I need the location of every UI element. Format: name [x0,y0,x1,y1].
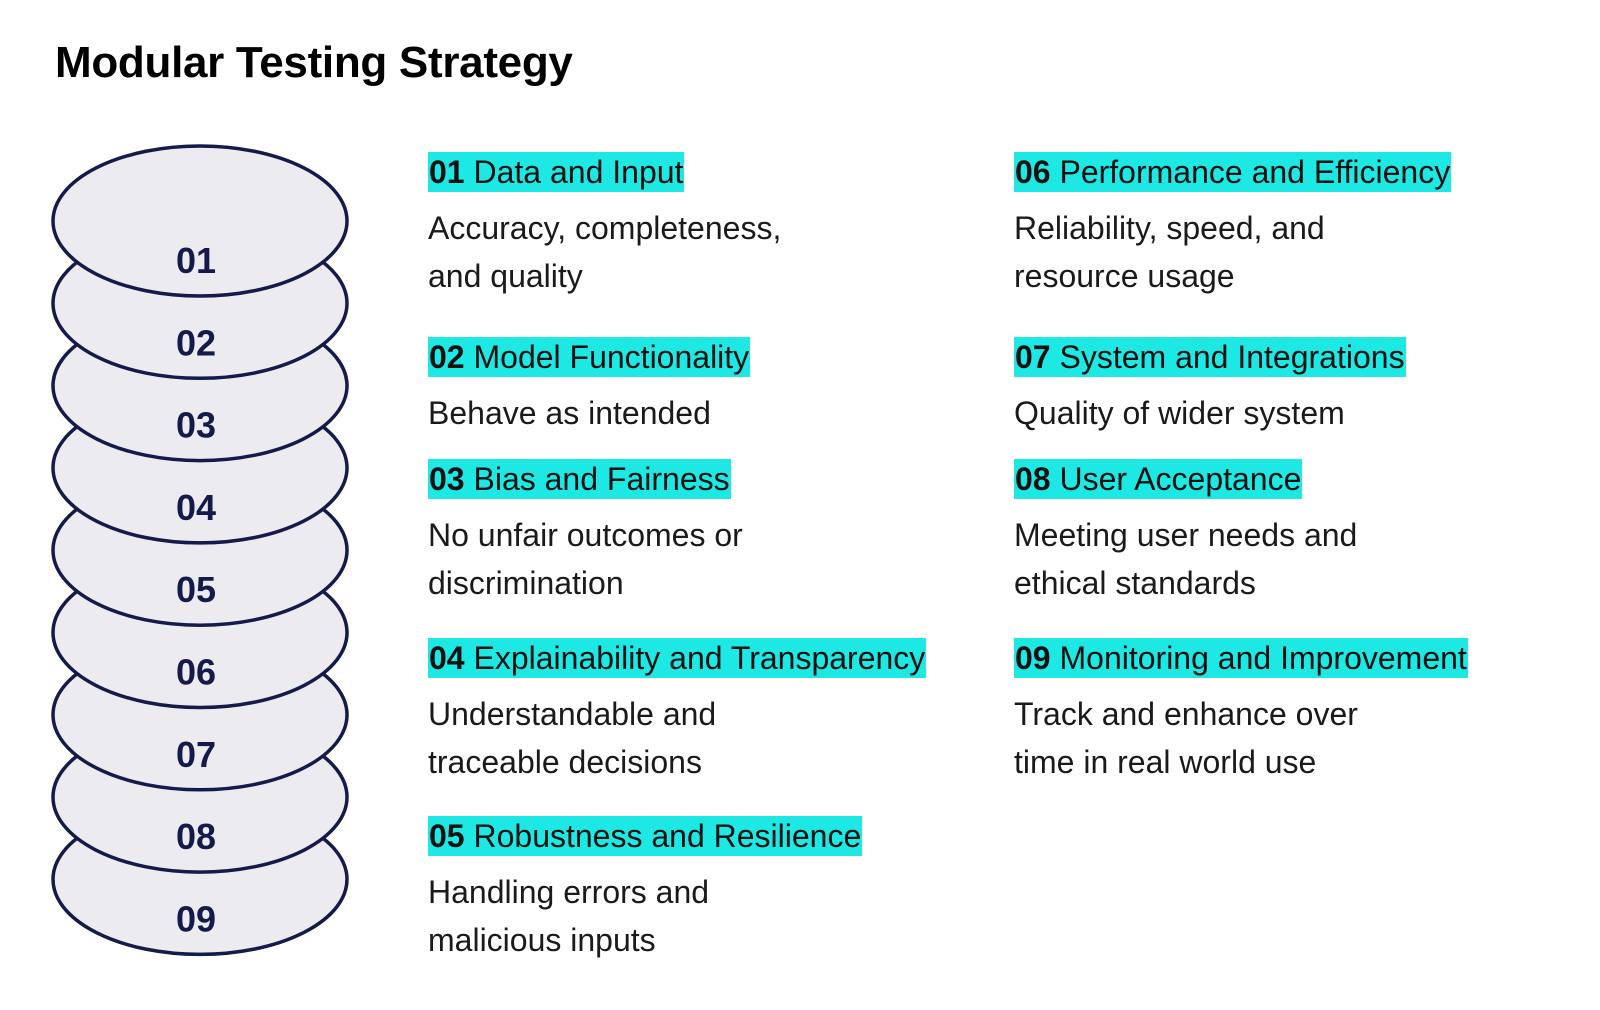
item-description: Track and enhance over time in real worl… [1014,696,1358,780]
page-title: Modular Testing Strategy [55,38,573,87]
item-number: 05 [429,818,465,854]
item-description: No unfair outcomes or discrimination [428,517,743,601]
item-heading: 05 Robustness and Resilience [428,816,863,856]
stack-layer-label: 03 [176,405,216,446]
strategy-item: 06 Performance and Efficiency Reliabilit… [1014,152,1452,300]
item-title: Model Functionality [473,339,750,375]
item-title: Data and Input [473,154,684,190]
strategy-item: 08 User Acceptance Meeting user needs an… [1014,459,1357,607]
item-title: System and Integrations [1059,339,1405,375]
strategy-item: 09 Monitoring and Improvement Track and … [1014,638,1468,786]
stack-layer-label: 08 [176,816,216,857]
strategy-item: 07 System and Integrations Quality of wi… [1014,337,1406,437]
strategy-item: 03 Bias and Fairness No unfair outcomes … [428,459,743,607]
stack-layer-label: 06 [176,652,216,693]
strategy-item: 01 Data and Input Accuracy, completeness… [428,152,781,300]
item-title: Robustness and Resilience [473,818,862,854]
item-title: Bias and Fairness [473,461,730,497]
layer-stack-diagram: 09 08 07 06 05 04 03 02 01 [51,144,349,957]
stack-disc [51,144,349,298]
stack-layer-label: 05 [176,569,216,610]
item-title: Explainability and Transparency [473,640,926,676]
stack-layer-label: 04 [176,487,216,528]
item-description: Handling errors and malicious inputs [428,874,710,958]
item-number: 01 [429,154,465,190]
item-title: User Acceptance [1059,461,1302,497]
item-description: Accuracy, completeness, and quality [428,210,782,294]
item-number: 08 [1015,461,1051,497]
strategy-item: 02 Model Functionality Behave as intende… [428,337,751,437]
item-description: Meeting user needs and ethical standards [1014,517,1358,601]
item-description: Quality of wider system [1014,395,1345,431]
item-heading: 06 Performance and Efficiency [1014,152,1452,192]
item-number: 09 [1015,640,1051,676]
item-heading: 01 Data and Input [428,152,685,192]
stack-layer-01: 01 [51,144,349,298]
stack-layer-label: 02 [176,322,216,363]
item-number: 02 [429,339,465,375]
stack-layer-label: 01 [176,240,216,281]
item-number: 07 [1015,339,1051,375]
stack-layer-label: 09 [176,898,216,939]
strategy-item: 04 Explainability and Transparency Under… [428,638,927,786]
item-title: Performance and Efficiency [1059,154,1451,190]
item-description: Understandable and traceable decisions [428,696,717,780]
strategy-item: 05 Robustness and Resilience Handling er… [428,816,863,964]
item-number: 06 [1015,154,1051,190]
item-heading: 09 Monitoring and Improvement [1014,638,1468,678]
item-title: Monitoring and Improvement [1059,640,1467,676]
item-description: Behave as intended [428,395,711,431]
item-number: 03 [429,461,465,497]
stack-layer-label: 07 [176,734,216,775]
item-description: Reliability, speed, and resource usage [1014,210,1325,294]
item-heading: 02 Model Functionality [428,337,751,377]
item-heading: 08 User Acceptance [1014,459,1303,499]
item-number: 04 [429,640,465,676]
item-heading: 04 Explainability and Transparency [428,638,927,678]
item-heading: 07 System and Integrations [1014,337,1406,377]
item-heading: 03 Bias and Fairness [428,459,731,499]
